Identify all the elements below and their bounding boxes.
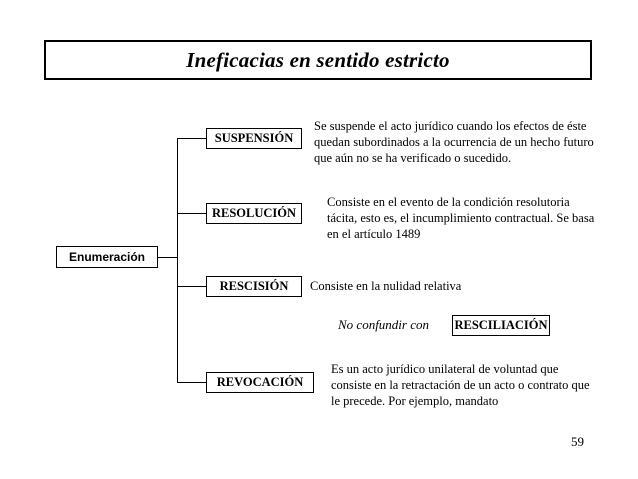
node-enumeracion: Enumeración	[56, 246, 158, 268]
node-resolucion: RESOLUCIÓN	[206, 203, 302, 224]
connector-revocacion	[177, 382, 206, 383]
connector-rescision	[177, 286, 206, 287]
connector-trunk	[177, 138, 178, 383]
node-revocacion-label: REVOCACIÓN	[216, 375, 304, 389]
node-rescision: RESCISIÓN	[206, 276, 302, 297]
node-enumeracion-label: Enumeración	[68, 250, 146, 264]
connector-suspension	[177, 138, 206, 139]
description-rescision: Consiste en la nulidad relativa	[310, 279, 462, 293]
node-resciliacion-label: RESCILIACIÓN	[454, 318, 548, 332]
node-revocacion: REVOCACIÓN	[206, 372, 314, 393]
connector-resolucion	[177, 213, 206, 214]
description-resolucion: Consiste en el evento de la condición re…	[327, 195, 595, 241]
connector-root	[158, 257, 178, 258]
node-resciliacion: RESCILIACIÓN	[452, 315, 550, 336]
title-banner: Ineficacias en sentido estricto	[44, 40, 592, 80]
node-resolucion-label: RESOLUCIÓN	[211, 206, 297, 220]
node-rescision-label: RESCISIÓN	[219, 279, 289, 293]
node-suspension-label: SUSPENSIÓN	[214, 131, 294, 145]
description-suspension: Se suspende el acto jurídico cuando los …	[314, 119, 594, 165]
page-title: Ineficacias en sentido estricto	[186, 47, 450, 72]
node-suspension: SUSPENSIÓN	[206, 128, 302, 149]
description-revocacion: Es un acto jurídico unilateral de volunt…	[331, 362, 590, 408]
note-text: No confundir con	[338, 317, 429, 332]
page-number: 59	[571, 434, 584, 449]
